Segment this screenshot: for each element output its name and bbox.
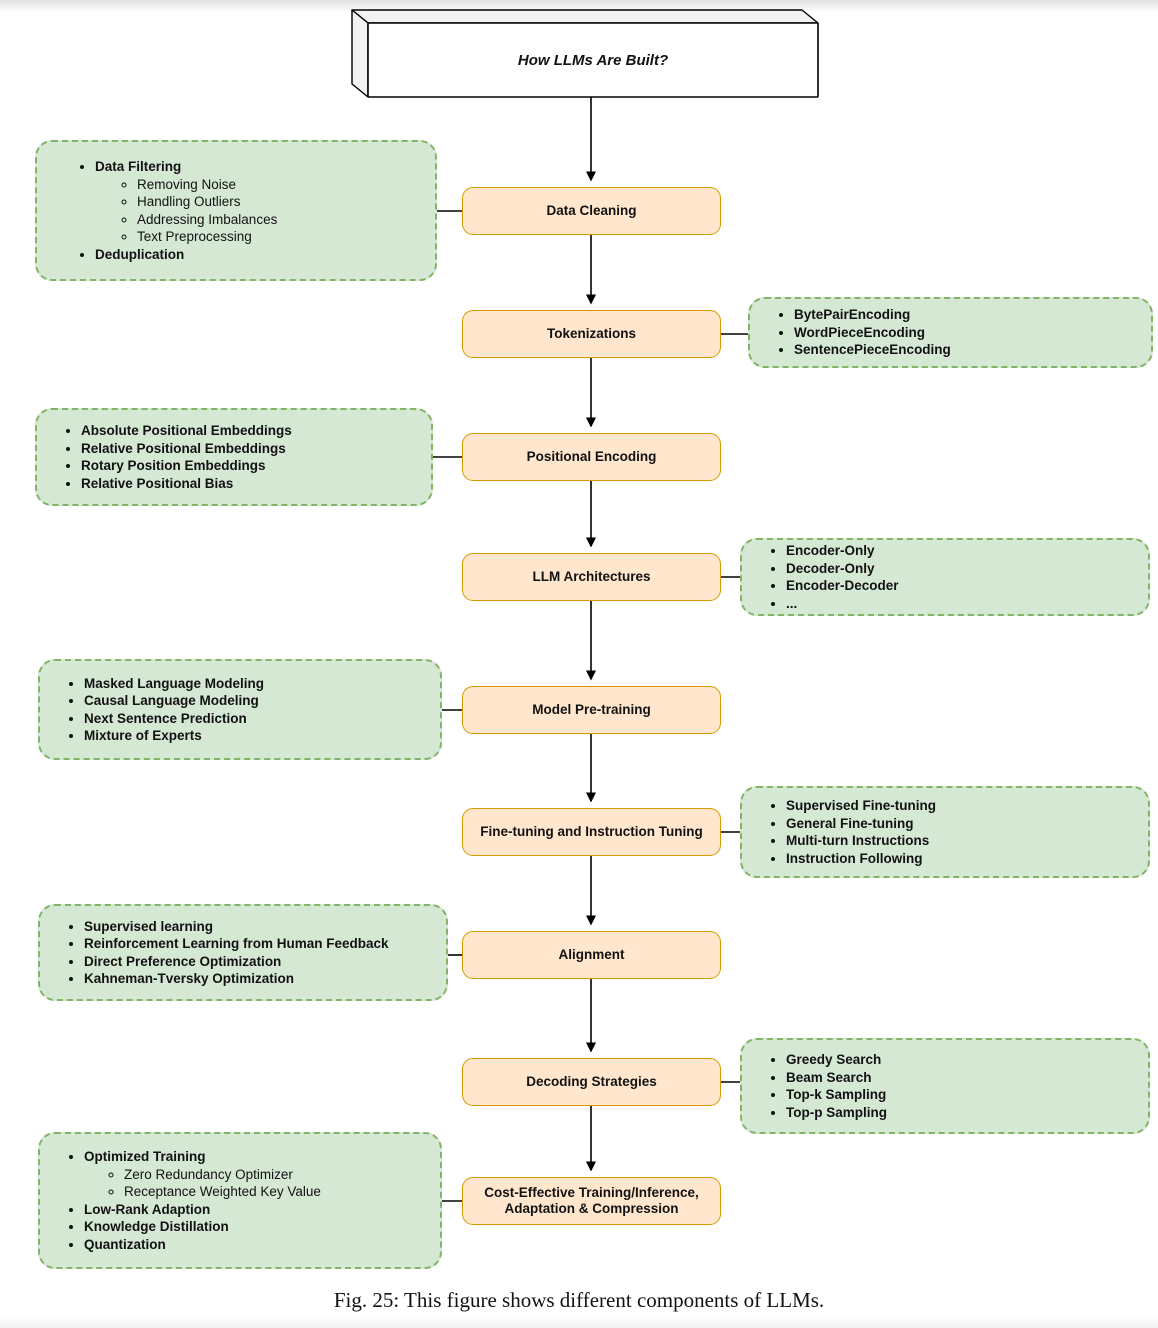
list-item: Relative Positional Embeddings — [81, 440, 421, 458]
list-item: Next Sentence Prediction — [84, 710, 430, 728]
list-item: Supervised Fine-tuning — [786, 797, 1138, 815]
flow-node-decoding-strategies: Decoding Strategies — [462, 1058, 721, 1106]
page-edge-shade-bottom — [0, 1316, 1158, 1328]
detail-box-fine-tuning: Supervised Fine-tuningGeneral Fine-tunin… — [740, 786, 1150, 878]
detail-box-model-pre-training: Masked Language ModelingCausal Language … — [38, 659, 442, 760]
list-item: Instruction Following — [786, 850, 1138, 868]
list-item: Quantization — [84, 1236, 430, 1254]
side-connectors — [433, 210, 748, 1202]
list-item: ... — [786, 595, 1138, 613]
list-item: Optimized TrainingZero Redundancy Optimi… — [84, 1148, 430, 1201]
sub-list-item: Receptance Weighted Key Value — [124, 1183, 430, 1201]
flow-node-tokenizations: Tokenizations — [462, 310, 721, 358]
list-item: Mixture of Experts — [84, 727, 430, 745]
sub-list-item: Zero Redundancy Optimizer — [124, 1166, 430, 1184]
detail-box-positional-encoding: Absolute Positional EmbeddingsRelative P… — [35, 408, 433, 506]
flow-node-cost-effective: Cost-Effective Training/Inference, Adapt… — [462, 1177, 721, 1225]
detail-box-decoding-strategies: Greedy SearchBeam SearchTop-k SamplingTo… — [740, 1038, 1150, 1134]
bullet-list: Masked Language ModelingCausal Language … — [50, 675, 430, 745]
list-item: Direct Preference Optimization — [84, 953, 436, 971]
bullet-list: Supervised Fine-tuningGeneral Fine-tunin… — [752, 797, 1138, 867]
list-item: Data FilteringRemoving NoiseHandling Out… — [95, 158, 425, 246]
flow-node-label: Model Pre-training — [532, 702, 651, 717]
flow-node-data-cleaning: Data Cleaning — [462, 187, 721, 235]
list-item: Multi-turn Instructions — [786, 832, 1138, 850]
list-item: Beam Search — [786, 1069, 1138, 1087]
list-item: Kahneman-Tversky Optimization — [84, 970, 436, 988]
bullet-list: Encoder-OnlyDecoder-OnlyEncoder-Decoder.… — [752, 542, 1138, 612]
flow-node-positional-encoding: Positional Encoding — [462, 433, 721, 481]
list-item: Masked Language Modeling — [84, 675, 430, 693]
sub-list-item: Addressing Imbalances — [137, 211, 425, 229]
list-item: Encoder-Only — [786, 542, 1138, 560]
title-3d-box — [351, 9, 819, 98]
sub-bullet-list: Removing NoiseHandling OutliersAddressin… — [95, 176, 425, 246]
list-item: Rotary Position Embeddings — [81, 457, 421, 475]
flow-node-llm-architectures: LLM Architectures — [462, 553, 721, 601]
detail-box-cost-effective: Optimized TrainingZero Redundancy Optimi… — [38, 1132, 442, 1269]
diagram-title: How LLMs Are Built? — [517, 51, 669, 69]
list-item: Deduplication — [95, 246, 425, 264]
list-item: General Fine-tuning — [786, 815, 1138, 833]
flow-node-label: LLM Architectures — [532, 569, 651, 584]
list-item: Absolute Positional Embeddings — [81, 422, 421, 440]
sub-list-item: Text Preprocessing — [137, 228, 425, 246]
list-item: Encoder-Decoder — [786, 577, 1138, 595]
flow-node-label: Data Cleaning — [546, 203, 637, 218]
flow-node-label: Fine-tuning and Instruction Tuning — [480, 824, 703, 839]
flow-node-label: Tokenizations — [546, 326, 636, 341]
flow-node-label: Alignment — [558, 947, 625, 962]
figure-caption: Fig. 25: This figure shows different com… — [333, 1288, 825, 1312]
flow-node-model-pre-training: Model Pre-training — [462, 686, 721, 734]
list-item: Low-Rank Adaption — [84, 1201, 430, 1219]
list-item: Reinforcement Learning from Human Feedba… — [84, 935, 436, 953]
list-item: Greedy Search — [786, 1051, 1138, 1069]
flow-node-alignment: Alignment — [462, 931, 721, 979]
list-item: Top-p Sampling — [786, 1104, 1138, 1122]
bullet-list: Greedy SearchBeam SearchTop-k SamplingTo… — [752, 1051, 1138, 1121]
sub-list-item: Handling Outliers — [137, 193, 425, 211]
bullet-list: Optimized TrainingZero Redundancy Optimi… — [50, 1148, 430, 1253]
list-item: WordPieceEncoding — [794, 324, 1141, 342]
flow-node-label: Cost-Effective Training/Inference, Adapt… — [484, 1185, 699, 1216]
list-item: Top-k Sampling — [786, 1086, 1138, 1104]
detail-box-alignment: Supervised learningReinforcement Learnin… — [38, 904, 448, 1001]
sub-bullet-list: Zero Redundancy OptimizerReceptance Weig… — [84, 1166, 430, 1201]
flow-node-label: Positional Encoding — [526, 449, 657, 464]
flow-node-fine-tuning: Fine-tuning and Instruction Tuning — [462, 808, 721, 856]
bullet-list: Supervised learningReinforcement Learnin… — [50, 918, 436, 988]
list-item: Relative Positional Bias — [81, 475, 421, 493]
detail-box-data-cleaning: Data FilteringRemoving NoiseHandling Out… — [35, 140, 437, 281]
bullet-list: BytePairEncodingWordPieceEncodingSentenc… — [760, 306, 1141, 359]
bullet-list: Absolute Positional EmbeddingsRelative P… — [47, 422, 421, 492]
list-item: Supervised learning — [84, 918, 436, 936]
list-item: SentencePieceEncoding — [794, 341, 1141, 359]
detail-box-tokenizations: BytePairEncodingWordPieceEncodingSentenc… — [748, 297, 1153, 368]
flow-node-label: Decoding Strategies — [526, 1074, 657, 1089]
list-item: Decoder-Only — [786, 560, 1138, 578]
detail-box-llm-architectures: Encoder-OnlyDecoder-OnlyEncoder-Decoder.… — [740, 538, 1150, 616]
list-item: Causal Language Modeling — [84, 692, 430, 710]
sub-list-item: Removing Noise — [137, 176, 425, 194]
bullet-list: Data FilteringRemoving NoiseHandling Out… — [47, 158, 425, 263]
page-edge-shade-top — [0, 0, 1158, 12]
list-item: Knowledge Distillation — [84, 1218, 430, 1236]
list-item: BytePairEncoding — [794, 306, 1141, 324]
